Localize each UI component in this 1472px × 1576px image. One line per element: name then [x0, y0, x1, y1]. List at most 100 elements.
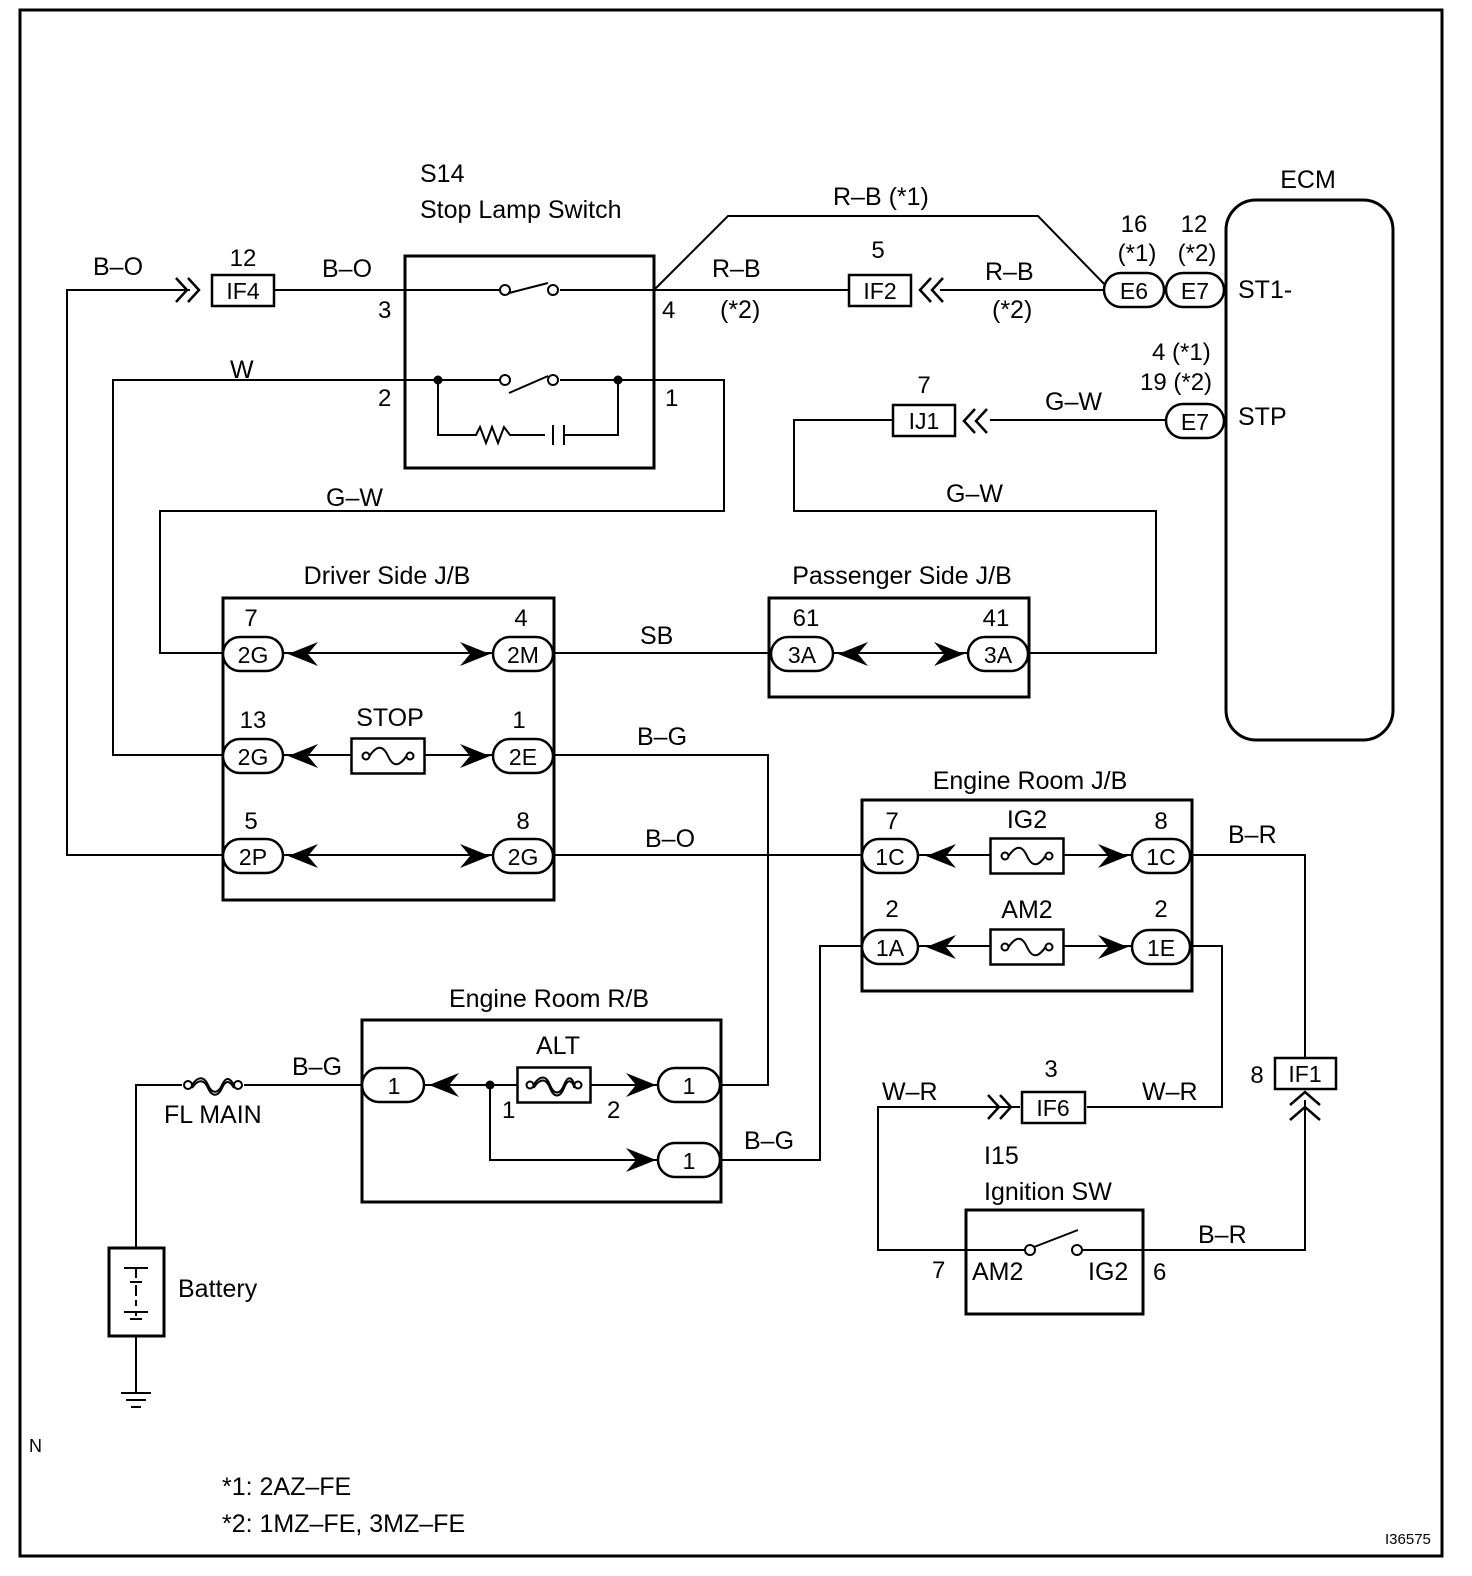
- connector-e7: E7 12 (*2): [1164, 211, 1226, 309]
- svg-text:1A: 1A: [876, 935, 905, 961]
- battery: Battery: [107, 1246, 258, 1338]
- svg-text:1: 1: [683, 1148, 696, 1174]
- svg-text:1C: 1C: [1146, 844, 1175, 870]
- svg-text:B–O: B–O: [322, 255, 372, 283]
- svg-text:E7: E7: [1181, 278, 1209, 304]
- svg-text:2E: 2E: [509, 744, 537, 770]
- svg-text:R–B: R–B: [985, 258, 1034, 286]
- svg-text:3A: 3A: [984, 642, 1013, 668]
- ecm: ECM ST1- STP: [1224, 166, 1395, 742]
- svg-text:4 (*1): 4 (*1): [1152, 339, 1211, 366]
- svg-text:1: 1: [512, 707, 525, 734]
- svg-text:1: 1: [683, 1073, 696, 1099]
- ground-icon: [121, 1392, 151, 1408]
- svg-text:B–R: B–R: [1198, 1221, 1247, 1249]
- wires: [66, 215, 1306, 1393]
- driver-side-jb: Driver Side J/B 2G 7 2M 4 2G 13 STOP 2E …: [221, 562, 556, 902]
- svg-text:7: 7: [244, 605, 257, 632]
- switch-code: S14: [420, 160, 465, 188]
- driver-jb-label: Driver Side J/B: [304, 562, 471, 590]
- switch-pin-3: 3: [378, 297, 391, 324]
- svg-text:4: 4: [514, 605, 527, 632]
- switch-pin-2: 2: [378, 385, 391, 412]
- alt-pin-2: 2: [607, 1097, 620, 1124]
- svg-text:IJ1: IJ1: [909, 408, 940, 434]
- svg-text:5: 5: [244, 808, 257, 835]
- svg-text:8: 8: [1250, 1062, 1263, 1089]
- svg-text:12: 12: [1181, 211, 1208, 238]
- svg-text:G–W: G–W: [1045, 388, 1102, 416]
- svg-text:B–G: B–G: [744, 1127, 794, 1155]
- svg-text:2: 2: [1154, 896, 1167, 923]
- svg-text:IF4: IF4: [226, 278, 259, 304]
- svg-text:SB: SB: [640, 622, 673, 650]
- alt-fuse-label: ALT: [536, 1032, 580, 1060]
- connector-e6: E6 16 (*1): [1102, 211, 1166, 309]
- svg-text:1E: 1E: [1147, 935, 1175, 961]
- svg-text:7: 7: [885, 808, 898, 835]
- corner-mark: N: [29, 1436, 42, 1456]
- svg-text:W–R: W–R: [1142, 1078, 1198, 1106]
- svg-text:2P: 2P: [239, 844, 267, 870]
- connector-ij1: IJ1 7: [891, 372, 989, 438]
- svg-text:3: 3: [1044, 1056, 1057, 1083]
- svg-text:7: 7: [917, 372, 930, 399]
- svg-text:8: 8: [1154, 808, 1167, 835]
- note-1: *1: 2AZ–FE: [222, 1473, 351, 1501]
- ignition-pin-7: 7: [932, 1257, 945, 1284]
- svg-text:1C: 1C: [875, 844, 904, 870]
- switch-pin-1: 1: [665, 385, 678, 412]
- wire-labels: B–O B–O R–B (*1) R–B (*2) R–B (*2) W G–W…: [93, 183, 1277, 1249]
- svg-text:B–G: B–G: [637, 723, 687, 751]
- svg-text:(*2): (*2): [720, 296, 760, 324]
- svg-text:3A: 3A: [788, 642, 817, 668]
- svg-text:2: 2: [885, 896, 898, 923]
- svg-text:B–R: B–R: [1228, 821, 1277, 849]
- svg-text:61: 61: [793, 605, 820, 632]
- svg-text:2G: 2G: [238, 744, 269, 770]
- svg-text:W–R: W–R: [882, 1078, 938, 1106]
- passenger-jb-label: Passenger Side J/B: [792, 562, 1012, 590]
- connector-if2: IF2 5: [847, 237, 945, 308]
- svg-text:R–B: R–B: [712, 255, 761, 283]
- ignition-switch: I15 Ignition SW AM2 IG2 7 6: [932, 1142, 1166, 1316]
- svg-text:2G: 2G: [238, 642, 269, 668]
- footer-notes: N *1: 2AZ–FE *2: 1MZ–FE, 3MZ–FE I36575: [29, 1436, 1431, 1548]
- svg-text:12: 12: [230, 245, 257, 272]
- engine-room-rb: Engine Room R/B 1 ALT 1 2 1 1: [360, 985, 723, 1204]
- ecm-label: ECM: [1280, 166, 1336, 194]
- ecm-terminal-stp: STP: [1238, 403, 1287, 431]
- svg-text:IG2: IG2: [1088, 1258, 1128, 1286]
- svg-text:(*2): (*2): [992, 296, 1032, 324]
- svg-text:G–W: G–W: [326, 484, 383, 512]
- svg-text:8: 8: [516, 808, 529, 835]
- stop-lamp-switch: S14 Stop Lamp Switch 3 2 4 1: [378, 160, 678, 470]
- svg-text:19 (*2): 19 (*2): [1140, 369, 1212, 396]
- svg-text:13: 13: [240, 707, 267, 734]
- svg-text:FL MAIN: FL MAIN: [164, 1101, 262, 1129]
- svg-text:B–O: B–O: [645, 825, 695, 853]
- svg-text:E6: E6: [1120, 278, 1148, 304]
- diagram-frame: [18, 8, 1444, 1558]
- note-2: *2: 1MZ–FE, 3MZ–FE: [222, 1510, 465, 1538]
- svg-text:2M: 2M: [507, 642, 539, 668]
- svg-text:IF2: IF2: [863, 278, 896, 304]
- engine-room-rb-label: Engine Room R/B: [449, 985, 649, 1013]
- svg-text:G–W: G–W: [946, 480, 1003, 508]
- ignition-code: I15: [984, 1142, 1019, 1170]
- engine-room-jb-label: Engine Room J/B: [933, 767, 1128, 795]
- svg-text:IF1: IF1: [1288, 1061, 1321, 1087]
- svg-text:W: W: [230, 356, 254, 384]
- svg-text:16: 16: [1121, 211, 1148, 238]
- svg-text:1: 1: [388, 1073, 401, 1099]
- svg-text:IF6: IF6: [1036, 1095, 1069, 1121]
- svg-text:B–O: B–O: [93, 253, 143, 281]
- svg-text:(*1): (*1): [1118, 240, 1157, 267]
- svg-text:5: 5: [871, 237, 884, 264]
- ig2-fuse-label: IG2: [1007, 806, 1047, 834]
- figure-id: I36575: [1385, 1531, 1431, 1548]
- svg-text:E7: E7: [1181, 409, 1209, 435]
- svg-text:R–B (*1): R–B (*1): [833, 183, 929, 211]
- fl-main-fuse: FL MAIN: [164, 1077, 262, 1129]
